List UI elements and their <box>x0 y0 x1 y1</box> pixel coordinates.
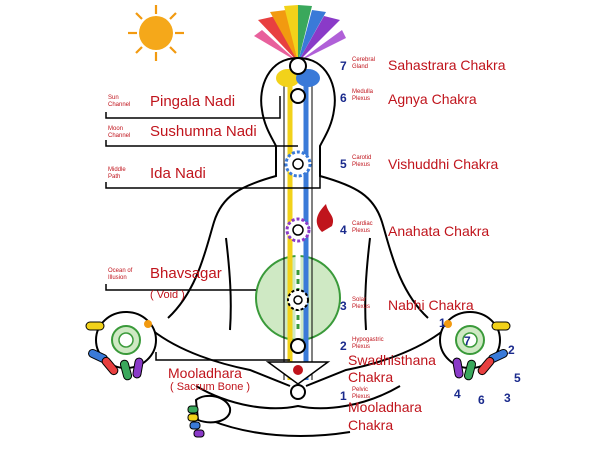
swadhisthana-node <box>290 338 306 354</box>
chakra-number: 3 <box>340 299 347 313</box>
channel-name: Sushumna Nadi <box>150 123 257 140</box>
plexus-line: Hypogastric <box>352 337 384 343</box>
plexus-line: Plexus <box>352 304 371 310</box>
plexus-line: Gland <box>352 64 369 70</box>
chakra-number: 4 <box>340 223 347 237</box>
sahastrara-node <box>289 57 307 75</box>
chakra-name: Swadhisthana <box>348 352 436 368</box>
left-palm <box>85 311 157 381</box>
channel-desc-line: Channel <box>108 102 131 108</box>
right-finger-number: 3 <box>504 391 511 405</box>
channel-desc-line: Illusion <box>108 275 127 281</box>
plexus-line: Cardiac <box>352 221 373 227</box>
channel-desc-line: Ocean of <box>108 268 133 274</box>
channel-desc-line: Sun <box>108 95 119 101</box>
chakra-number: 7 <box>340 59 347 73</box>
plexus-line: Plexus <box>352 96 371 102</box>
anahata-flame-icon <box>316 204 334 232</box>
right-finger-number: 5 <box>514 371 521 385</box>
plexus-line: Cerebral <box>352 57 376 63</box>
channel-desc-line: Channel <box>108 133 131 139</box>
plexus-line: Plexus <box>352 394 371 400</box>
chakra-number: 1 <box>340 389 347 403</box>
chakra-name: Sahastrara Chakra <box>388 57 506 73</box>
plexus-line: Carotid <box>352 155 372 161</box>
right-palm <box>439 311 511 381</box>
right-finger-number: 6 <box>478 393 485 407</box>
channel-desc-line: Path <box>108 174 121 180</box>
chakra-name: Vishuddhi Chakra <box>388 156 499 172</box>
channel-name: Pingala Nadi <box>150 93 236 110</box>
right-finger-number: 1 <box>439 316 446 330</box>
crescent-moon-icon <box>430 14 471 51</box>
channel-name: Bhavsagar <box>150 265 222 282</box>
mooladhara-node <box>290 384 306 400</box>
plexus-line: Solar <box>352 297 367 303</box>
right-finger-number: 2 <box>508 343 515 357</box>
plexus-line: Medulla <box>352 89 374 95</box>
sun-icon <box>128 5 184 61</box>
chakra-number: 2 <box>340 339 347 353</box>
plexus-line: Plexus <box>352 228 371 234</box>
foot <box>187 394 232 438</box>
channel-sub: ( Void ) <box>150 289 185 301</box>
right-finger-number: 4 <box>454 387 461 401</box>
channel-desc-line: Moon <box>108 126 124 132</box>
agnya-node <box>290 88 306 104</box>
chakra-name: Nabhi Chakra <box>388 297 474 313</box>
chakra-nodes <box>265 57 334 400</box>
channel-desc-line: Middle <box>108 167 126 173</box>
plexus-line: Plexus <box>352 162 371 168</box>
chakra-name: Anahata Chakra <box>388 223 490 239</box>
mooladhara-left-sub: ( Sacrum Bone ) <box>170 381 251 393</box>
chakra-number: 5 <box>340 157 347 171</box>
chakra-name: Agnya Chakra <box>388 91 477 107</box>
chakra-name: Mooladhara <box>348 399 422 415</box>
rainbow-rays-icon <box>254 5 346 62</box>
chakra-name-line2: Chakra <box>348 417 394 433</box>
mooladhara-left-name: Mooladhara <box>168 365 242 381</box>
channel-name: Ida Nadi <box>150 165 206 182</box>
right-palm-center-number: 7 <box>464 334 471 348</box>
plexus-line: Plexus <box>352 344 371 350</box>
left-leader-lines <box>105 96 321 361</box>
chakra-number: 6 <box>340 91 347 105</box>
chakra-name-line2: Chakra <box>348 369 394 385</box>
plexus-line: Pelvic <box>352 387 369 393</box>
